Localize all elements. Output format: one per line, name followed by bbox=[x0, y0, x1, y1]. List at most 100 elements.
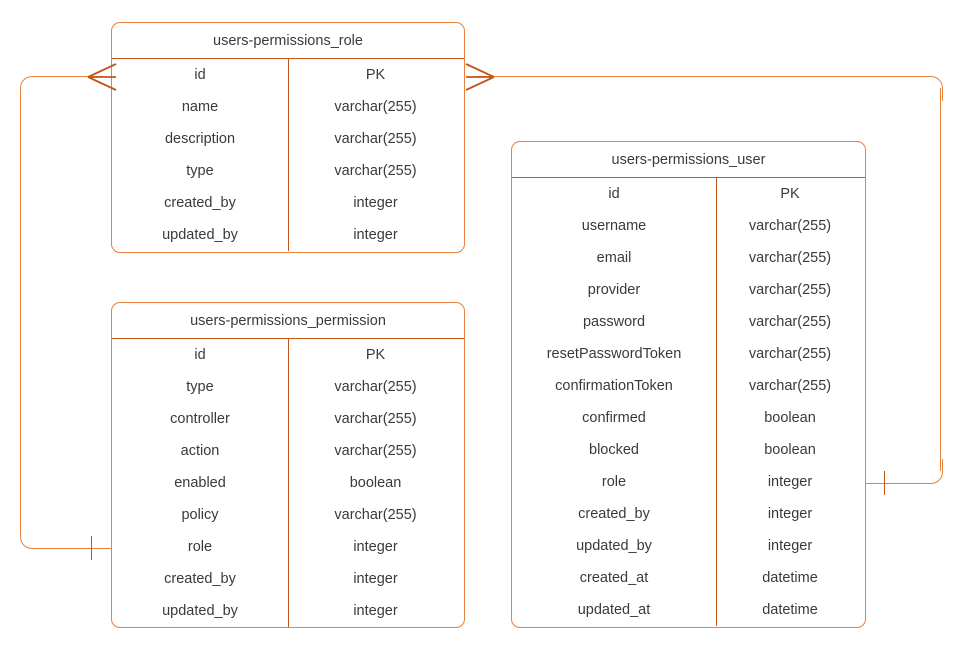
er-field-name: enabled bbox=[174, 475, 226, 491]
cardinality-many-role-left bbox=[87, 63, 117, 91]
connector-user-role-corner-top bbox=[918, 76, 943, 101]
connector-user-role-vertical bbox=[940, 88, 941, 471]
er-field-name: confirmed bbox=[582, 410, 646, 426]
er-field-type: PK bbox=[365, 67, 386, 83]
er-field-type: varchar(255) bbox=[334, 411, 417, 427]
er-table-body: id PK type varchar(255) controller varchar(25… bbox=[112, 339, 464, 627]
er-field-name: type bbox=[186, 163, 214, 179]
er-field-type: integer bbox=[767, 474, 813, 490]
er-field-type: integer bbox=[767, 506, 813, 522]
er-field-type: varchar(255) bbox=[748, 250, 832, 266]
er-table-row[interactable]: confirmed boolean bbox=[512, 402, 865, 434]
er-field-name: id bbox=[608, 186, 620, 202]
er-field-name: username bbox=[581, 218, 647, 234]
er-column-divider bbox=[716, 178, 717, 626]
er-table-row[interactable]: description varchar(255) bbox=[112, 123, 464, 155]
er-field-type: boolean bbox=[764, 410, 816, 426]
er-field-name: password bbox=[582, 314, 646, 330]
er-field-name: controller bbox=[170, 411, 230, 427]
er-table-row[interactable]: controller varchar(255) bbox=[112, 403, 464, 435]
er-field-type: varchar(255) bbox=[334, 99, 417, 115]
er-field-name: updated_at bbox=[577, 602, 651, 618]
er-field-name: id bbox=[194, 67, 206, 83]
er-field-name: created_by bbox=[578, 506, 650, 522]
er-field-type: datetime bbox=[762, 570, 818, 586]
connector-user-role-corner-bottom bbox=[918, 459, 943, 484]
er-column-divider bbox=[288, 339, 289, 627]
er-field-type: varchar(255) bbox=[334, 379, 417, 395]
connector-permission-role-bottom-segment bbox=[90, 548, 112, 549]
er-field-type: varchar(255) bbox=[748, 218, 832, 234]
connector-permission-role-vertical bbox=[20, 88, 21, 536]
er-field-name: updated_by bbox=[162, 227, 238, 243]
er-table-row[interactable]: updated_by integer bbox=[112, 595, 464, 627]
er-field-type: PK bbox=[365, 347, 386, 363]
er-field-name: created_at bbox=[579, 570, 649, 586]
er-field-type: varchar(255) bbox=[748, 314, 832, 330]
er-field-name: blocked bbox=[589, 442, 639, 458]
er-field-type: integer bbox=[353, 603, 398, 619]
er-table-row[interactable]: id PK bbox=[112, 59, 464, 91]
er-field-name: role bbox=[187, 539, 213, 555]
er-field-type: integer bbox=[353, 195, 398, 211]
er-field-type: varchar(255) bbox=[334, 163, 417, 179]
cardinality-one-permission-role bbox=[91, 536, 92, 560]
cardinality-one-user-role bbox=[884, 471, 885, 495]
er-field-type: integer bbox=[353, 571, 398, 587]
er-column-divider bbox=[288, 59, 289, 251]
er-field-name: resetPasswordToken bbox=[546, 346, 682, 362]
connector-user-role-bottom-segment bbox=[866, 483, 922, 484]
er-table-row[interactable]: role integer bbox=[112, 531, 464, 563]
er-field-name: id bbox=[194, 347, 206, 363]
er-field-type: varchar(255) bbox=[334, 131, 417, 147]
er-field-name: created_by bbox=[164, 571, 236, 587]
er-table-row[interactable]: type varchar(255) bbox=[112, 371, 464, 403]
er-table-row[interactable]: id PK bbox=[112, 339, 464, 371]
er-table-row[interactable]: enabled boolean bbox=[112, 467, 464, 499]
er-field-type: integer bbox=[767, 538, 813, 554]
er-table-row[interactable]: password varchar(255) bbox=[512, 306, 865, 338]
connector-permission-role-corner-bottom bbox=[20, 524, 93, 549]
er-table-title: users-permissions_permission bbox=[112, 303, 464, 339]
er-field-name: name bbox=[181, 99, 219, 115]
er-table-row[interactable]: created_by integer bbox=[512, 498, 865, 530]
er-field-name: type bbox=[186, 379, 214, 395]
er-field-name: description bbox=[164, 131, 236, 147]
er-table-row[interactable]: updated_by integer bbox=[512, 530, 865, 562]
er-table-row[interactable]: updated_at datetime bbox=[512, 594, 865, 626]
er-table-row[interactable]: created_by integer bbox=[112, 563, 464, 595]
er-field-name: updated_by bbox=[162, 603, 238, 619]
er-field-type: integer bbox=[353, 539, 398, 555]
er-field-type: boolean bbox=[349, 475, 402, 491]
cardinality-many-role-right bbox=[465, 63, 495, 91]
er-table-title: users-permissions_user bbox=[512, 142, 865, 178]
er-table-row[interactable]: created_at datetime bbox=[512, 562, 865, 594]
connector-user-role-top-segment bbox=[476, 76, 930, 77]
er-table-row[interactable]: resetPasswordToken varchar(255) bbox=[512, 338, 865, 370]
er-field-type: varchar(255) bbox=[748, 378, 832, 394]
er-field-name: provider bbox=[587, 282, 641, 298]
er-table-row[interactable]: name varchar(255) bbox=[112, 91, 464, 123]
er-field-name: policy bbox=[181, 507, 219, 523]
er-field-type: varchar(255) bbox=[748, 346, 832, 362]
er-field-name: updated_by bbox=[576, 538, 652, 554]
er-field-type: datetime bbox=[762, 602, 818, 618]
er-table-row[interactable]: username varchar(255) bbox=[512, 210, 865, 242]
er-table-body: id PK name varchar(255) description varchar(2… bbox=[112, 59, 464, 251]
er-table-row[interactable]: type varchar(255) bbox=[112, 155, 464, 187]
